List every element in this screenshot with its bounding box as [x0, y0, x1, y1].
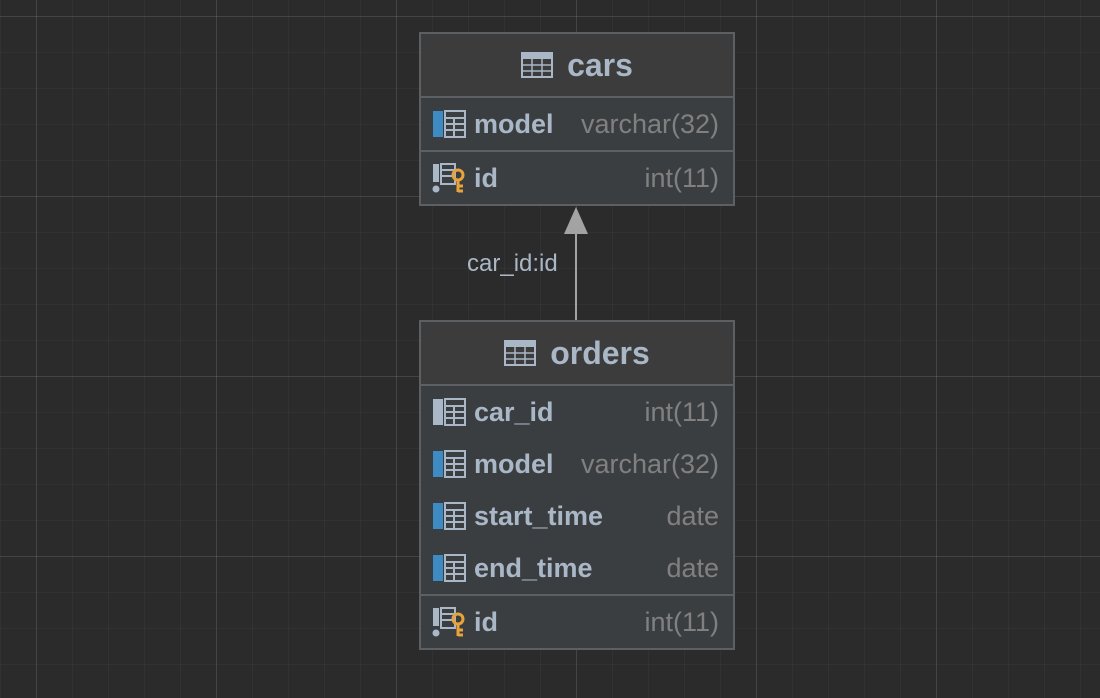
- table-icon: [521, 52, 554, 78]
- key-section: id int(11): [421, 152, 733, 204]
- column-name: model: [474, 448, 554, 479]
- column-icon: [432, 447, 466, 481]
- primary-key-icon: [432, 161, 466, 195]
- column-icon: [432, 551, 466, 585]
- column-row-id[interactable]: id int(11): [421, 152, 733, 204]
- table-orders[interactable]: orders car_id int(11): [419, 320, 735, 650]
- relation-arrowhead: [564, 207, 588, 234]
- column-row-end-time[interactable]: end_time date: [421, 542, 733, 594]
- column-type: int(11): [644, 606, 719, 637]
- primary-key-icon: [432, 605, 466, 639]
- column-row-car-id[interactable]: car_id int(11): [421, 386, 733, 438]
- key-section: id int(11): [421, 596, 733, 648]
- column-name: car_id: [474, 396, 554, 427]
- table-header: orders: [421, 322, 733, 386]
- column-icon: [432, 107, 466, 141]
- column-type: varchar(32): [580, 108, 719, 139]
- column-row-model[interactable]: model varchar(32): [421, 98, 733, 150]
- column-name: id: [474, 162, 498, 193]
- column-row-start-time[interactable]: start_time date: [421, 490, 733, 542]
- column-section: car_id int(11) model varchar(32): [421, 386, 733, 596]
- column-name: start_time: [474, 500, 604, 531]
- table-icon: [504, 340, 537, 366]
- column-icon: [432, 499, 466, 533]
- column-name: id: [474, 606, 498, 637]
- column-type: varchar(32): [580, 448, 719, 479]
- column-name: model: [474, 108, 554, 139]
- column-row-model[interactable]: model varchar(32): [421, 438, 733, 490]
- foreign-key-column-icon: [432, 395, 466, 429]
- table-title: cars: [567, 46, 633, 83]
- column-type: int(11): [644, 396, 719, 427]
- column-type: int(11): [644, 162, 719, 193]
- column-name: end_time: [474, 552, 593, 583]
- table-header: cars: [421, 34, 733, 98]
- relation-label: car_id:id: [467, 250, 558, 277]
- column-section: model varchar(32): [421, 98, 733, 152]
- column-type: date: [666, 500, 719, 531]
- column-type: date: [666, 552, 719, 583]
- column-row-id[interactable]: id int(11): [421, 596, 733, 648]
- table-title: orders: [550, 334, 650, 371]
- table-cars[interactable]: cars model varchar(32): [419, 32, 735, 206]
